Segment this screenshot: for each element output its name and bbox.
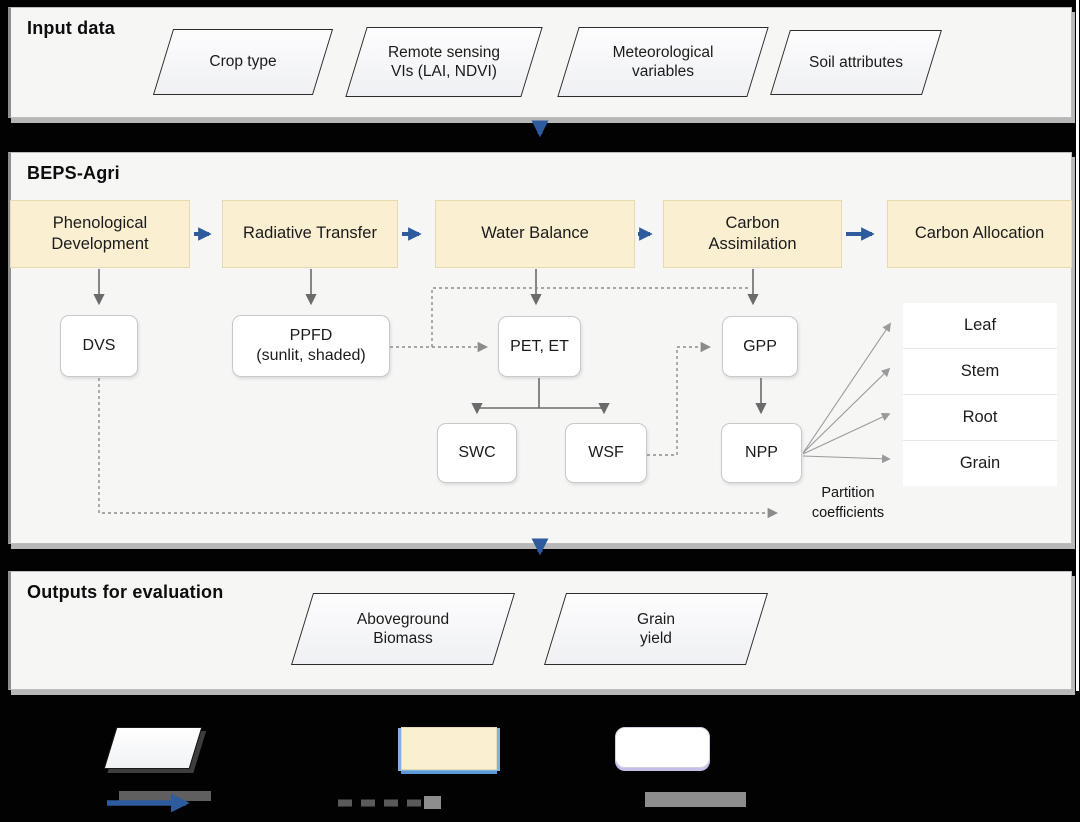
legend-gray-bar-symbol	[645, 792, 746, 807]
input-panel-title: Input data	[27, 18, 115, 38]
legend-dashed-arrow-symbol	[338, 796, 441, 809]
variable-dvs: DVS	[60, 315, 138, 377]
output-aboveground-biomass: Aboveground Biomass	[290, 593, 516, 665]
variable-gpp: GPP	[722, 316, 798, 377]
variable-swc: SWC	[437, 423, 517, 483]
legend-parallelogram-io-symbol	[103, 727, 203, 769]
input-meteorological-label: Meteorological variables	[612, 43, 714, 80]
module-radiative-transfer: Radiative Transfer	[222, 200, 398, 268]
legend-blue-arrow-symbol	[107, 791, 211, 813]
variable-ppfd: PPFD (sunlit, shaded)	[232, 315, 390, 377]
carbon-pools-list: Leaf Stem Root Grain	[903, 303, 1057, 486]
input-crop-type-label: Crop type	[209, 53, 277, 71]
input-meteorological: Meteorological variables	[557, 27, 769, 97]
model-panel-title: BEPS-Agri	[27, 163, 120, 183]
input-remote-sensing-label: Remote sensing VIs (LAI, NDVI)	[387, 43, 500, 80]
window-edge-strip	[1076, 0, 1079, 691]
variable-npp: NPP	[721, 423, 802, 483]
input-crop-type: Crop type	[152, 29, 334, 95]
output-grain-yield-label: Grain yield	[637, 610, 675, 647]
variable-pet-et: PET, ET	[498, 316, 581, 377]
pool-grain: Grain	[903, 441, 1057, 486]
legend-variable-box-symbol	[615, 727, 710, 768]
outputs-panel: Outputs for evaluation	[8, 571, 1072, 690]
legend-module-box-symbol	[401, 727, 497, 770]
variable-wsf: WSF	[565, 423, 647, 483]
module-water-balance: Water Balance	[435, 200, 635, 268]
pool-stem: Stem	[903, 349, 1057, 395]
module-carbon-assimilation: Carbon Assimilation	[663, 200, 842, 268]
partition-coefficients-label: Partition coefficients	[811, 485, 885, 522]
module-carbon-allocation: Carbon Allocation	[887, 200, 1072, 268]
pool-leaf: Leaf	[903, 303, 1057, 349]
input-remote-sensing: Remote sensing VIs (LAI, NDVI)	[345, 27, 543, 97]
outputs-panel-title: Outputs for evaluation	[27, 582, 224, 602]
pool-root: Root	[903, 395, 1057, 441]
input-soil-attributes: Soil attributes	[770, 30, 942, 95]
output-aboveground-biomass-label: Aboveground Biomass	[356, 610, 450, 647]
module-phenological-development: Phenological Development	[10, 200, 190, 268]
input-soil-attributes-label: Soil attributes	[809, 53, 903, 71]
output-grain-yield: Grain yield	[543, 593, 769, 665]
